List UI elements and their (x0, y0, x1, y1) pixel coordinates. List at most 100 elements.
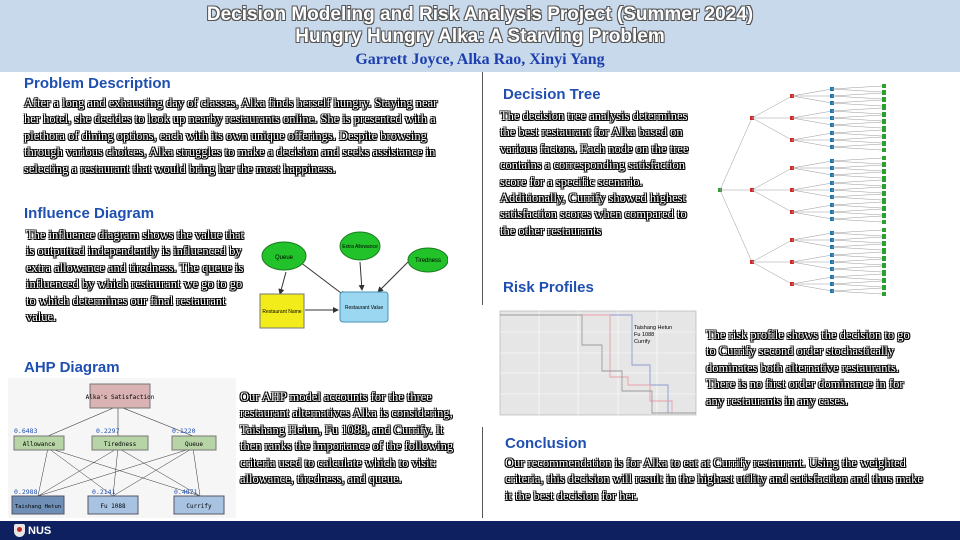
tree-branch (831, 160, 883, 165)
tree-branch (831, 268, 883, 273)
tree-branch (719, 189, 753, 263)
criterion-label-queue: Queue (185, 441, 203, 448)
alternative-label-fu: Fu 1088 (100, 503, 126, 510)
risk-profile-chart: Taishang Hetun Fu 1088 Currify (482, 305, 702, 427)
decision-tree-heading: Decision Tree (503, 86, 601, 103)
tree-branch (791, 132, 833, 141)
tree-branch (831, 102, 883, 107)
tree-node (882, 84, 886, 88)
tree-node (882, 264, 886, 268)
title-line-1: Decision Modeling and Risk Analysis Proj… (206, 4, 754, 25)
tree-branch (831, 265, 883, 270)
tree-branch (831, 204, 883, 209)
tree-node (882, 192, 886, 196)
tree-branch (831, 121, 883, 126)
tree-branch (831, 124, 883, 129)
extra-allowance-label: Extra Allowance (342, 244, 378, 250)
tree-node (882, 272, 886, 276)
criterion-box-allowance (13, 435, 65, 451)
tree-node (882, 235, 886, 239)
tree-branch (791, 211, 833, 220)
tree-branch (831, 95, 883, 100)
tree-node (882, 257, 886, 261)
tree-node (882, 178, 886, 182)
criterion-label-allowance: Allowance (23, 441, 56, 448)
risk-text: The risk profile shows the decision to g… (706, 328, 910, 408)
tree-branch (791, 254, 833, 263)
footer-bar (0, 521, 960, 540)
tree-branch (791, 88, 833, 97)
tree-node (882, 98, 886, 102)
tree-branch (831, 287, 883, 292)
tree-branch (831, 132, 883, 137)
column-divider (482, 72, 483, 518)
tree-branch (791, 167, 833, 176)
tree-branch (831, 290, 883, 295)
tree-branch (831, 196, 883, 201)
alternative-box-taishang (11, 495, 65, 515)
tree-branch (831, 211, 883, 216)
tree-branch (831, 189, 883, 194)
tree-branch (751, 95, 793, 119)
tree-branch (831, 251, 883, 256)
tree-node (882, 170, 886, 174)
tree-node (882, 214, 886, 218)
tree-branch (831, 258, 883, 263)
tree-branch (831, 107, 883, 112)
risk-series-line (500, 314, 696, 414)
tree-branch (831, 280, 883, 285)
tree-branch (831, 236, 883, 241)
tree-branch (831, 110, 883, 115)
tree-branch (751, 239, 793, 263)
tree-node (882, 128, 886, 132)
tiredness-label: Tiredness (415, 258, 441, 264)
tree-branch (831, 179, 883, 184)
ahp-goal-box (89, 383, 151, 409)
tree-branch (791, 160, 833, 169)
risk-legend-2: Fu 1088 (634, 332, 654, 338)
tree-branch (791, 283, 833, 292)
tree-branch (831, 129, 883, 134)
alternative-box-currify (173, 495, 225, 515)
tree-branch (831, 171, 883, 176)
tree-node (882, 250, 886, 254)
restaurant-name-label: Restaurant Name (262, 309, 301, 315)
alternative-weight-currify: 0.4871 (174, 488, 198, 496)
tree-branch (751, 167, 793, 191)
extra-allowance-node (339, 231, 381, 261)
tree-branch (791, 117, 833, 126)
tree-branch (831, 254, 883, 259)
tree-branch (831, 136, 883, 141)
tree-branch (831, 276, 883, 281)
tree-branch (791, 239, 833, 248)
tree-branch (831, 164, 883, 169)
tree-node (882, 106, 886, 110)
conclusion-text: Our recommendation is for Alka to eat at… (505, 456, 923, 503)
tree-branch (751, 117, 793, 141)
alternative-label-currify: Currify (186, 503, 212, 510)
criterion-label-tiredness: Tiredness (104, 441, 137, 448)
nus-logo-text: NUS (28, 524, 52, 537)
criterion-weight-tiredness: 0.2297 (96, 427, 120, 435)
tree-branch (831, 146, 883, 151)
queue-node (261, 241, 307, 271)
tree-branch (791, 276, 833, 285)
tree-branch (831, 193, 883, 198)
tree-branch (719, 117, 753, 191)
tree-node (882, 228, 886, 232)
risk-legend-3: Currify (634, 339, 650, 345)
tree-node (882, 242, 886, 246)
alternative-label-taishang: Taishang Hetun (15, 504, 61, 510)
tree-node (882, 113, 886, 117)
tree-node (882, 156, 886, 160)
ahp-goal-label: Alka's Satisfaction (86, 394, 155, 401)
tree-node (882, 163, 886, 167)
tree-branch (831, 114, 883, 119)
tree-branch (831, 88, 883, 93)
alternative-box-fu (87, 495, 139, 515)
tree-branch (831, 174, 883, 179)
tree-node (882, 120, 886, 124)
tree-branch (831, 201, 883, 206)
decision-tree-diagram (702, 78, 914, 302)
tree-branch (791, 95, 833, 104)
